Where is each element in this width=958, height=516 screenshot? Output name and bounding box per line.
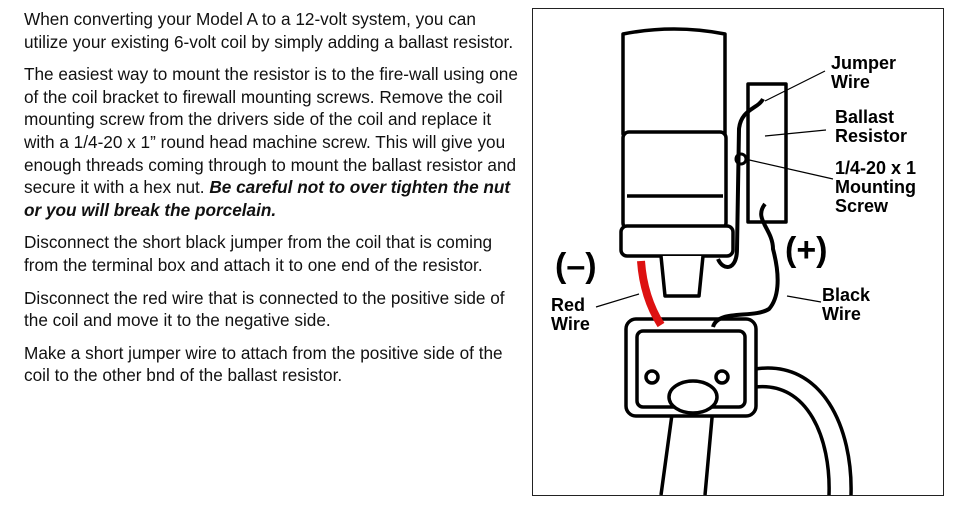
- cable-grommet: [667, 379, 719, 415]
- paragraph-mounting: The easiest way to mount the resistor is…: [24, 63, 524, 221]
- paragraph-red-wire: Disconnect the red wire that is connecte…: [24, 287, 505, 331]
- cable: [659, 406, 715, 495]
- diagram-drawing: [595, 27, 853, 495]
- coil-body: [621, 27, 727, 136]
- label-line: Mounting: [835, 177, 916, 197]
- conduit: [754, 366, 853, 495]
- label-line: Resistor: [835, 126, 908, 146]
- label-line: Jumper: [831, 53, 897, 73]
- label-line: Black: [822, 285, 871, 305]
- negative-terminal-label: (–): [555, 247, 597, 285]
- positive-terminal-label: (+): [785, 231, 828, 269]
- label-line: Screw: [835, 196, 889, 216]
- label-line: Wire: [822, 304, 861, 324]
- coil-band: [621, 130, 728, 231]
- label-line: Wire: [551, 314, 590, 334]
- warning-text: Be careful not to over tighten the nut o…: [24, 177, 511, 220]
- paragraph-black-jumper: Disconnect the short black jumper from t…: [24, 232, 493, 275]
- label-line: Red: [551, 295, 586, 315]
- coil-nipple: [659, 255, 705, 298]
- paragraph-intro: When converting your Model A to a 12-vol…: [24, 9, 514, 52]
- label-line: Wire: [831, 72, 870, 92]
- instructions-text: When converting your Model A to a 12-vol…: [24, 8, 524, 397]
- jumper-wire: [716, 97, 765, 269]
- label-line: Ballast: [835, 107, 895, 127]
- red-wire: [637, 260, 665, 328]
- black-wire: [711, 202, 780, 328]
- paragraph-jumper: Make a short jumper wire to attach from …: [24, 342, 503, 386]
- coil-base: [619, 224, 735, 258]
- label-line: 1/4-20 x 1: [835, 158, 917, 178]
- mounting-text: The easiest way to mount the resistor is…: [24, 64, 518, 198]
- mounting-screw: [734, 152, 748, 166]
- ballast-resistor: [746, 82, 788, 224]
